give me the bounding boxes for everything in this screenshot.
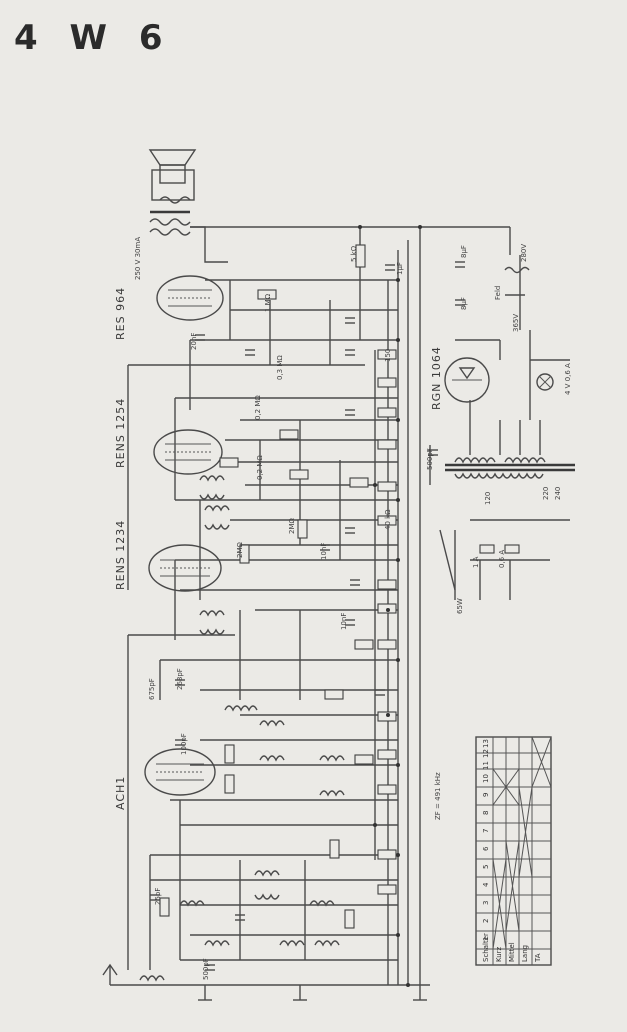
v280-label: 280V bbox=[520, 244, 528, 262]
switch-col-2: 2 bbox=[482, 919, 490, 923]
tube-rgn1064 bbox=[444, 357, 490, 403]
switch-col-11: 11 bbox=[482, 761, 490, 770]
r-03-label: 0,3 MΩ bbox=[276, 355, 284, 380]
hv-label: 250 V 30mA bbox=[134, 237, 142, 280]
passive-components bbox=[139, 225, 465, 1001]
switch-col-6: 6 bbox=[482, 846, 490, 851]
r-150-label: 150 bbox=[384, 349, 392, 362]
tube-label-ach1: ACH1 bbox=[114, 776, 127, 810]
c-1uf-label: 1µF bbox=[396, 262, 404, 275]
c-10nf-b-label: 10nF bbox=[340, 613, 348, 630]
r-1m-label: 1 MΩ bbox=[264, 293, 272, 312]
if-frequency-label: ZF = 491 kHz bbox=[434, 772, 442, 820]
r-2m-b-label: 2MΩ bbox=[288, 518, 296, 534]
switch-col-3: 3 bbox=[482, 901, 490, 905]
switch-col-5: 5 bbox=[482, 865, 490, 869]
switch-col-7: 7 bbox=[482, 829, 490, 833]
tube-ach1 bbox=[144, 748, 216, 796]
tube-label-rens1254: RENS 1254 bbox=[114, 398, 127, 468]
switch-table-labels: Schalter Kurz Mittel Lang TA 1 2 3 4 5 6… bbox=[482, 739, 542, 963]
mains-240-label: 240 bbox=[554, 487, 562, 500]
tube-res964 bbox=[156, 275, 224, 321]
c-500pf-label: 500pF bbox=[426, 448, 434, 470]
switch-row-ta: TA bbox=[534, 953, 542, 963]
power-transformer bbox=[439, 255, 575, 600]
tube-label-res964: RES 964 bbox=[114, 287, 127, 340]
switch-col-10: 10 bbox=[482, 774, 490, 783]
switch-col-4: 4 bbox=[482, 882, 490, 887]
fuse2-label: 0,6 A bbox=[498, 550, 506, 568]
field-label: Feld bbox=[494, 286, 502, 300]
r-40k-label: 40 kΩ bbox=[384, 509, 392, 530]
switch-col-12: 12 bbox=[482, 749, 490, 758]
mains-120-label: 120 bbox=[484, 492, 492, 505]
wiring bbox=[102, 226, 511, 986]
power-label: 65W bbox=[456, 598, 464, 614]
page-title: 4 W 6 bbox=[14, 18, 173, 58]
c-268pf-label: 268pF bbox=[176, 668, 184, 690]
switch-table-header: Schalter bbox=[482, 933, 490, 962]
switch-row-lang: Lang bbox=[521, 945, 529, 962]
tube-rens1234 bbox=[148, 544, 222, 592]
lamp-label: 4 V 0,6 A bbox=[564, 363, 572, 395]
loudspeaker bbox=[148, 149, 197, 236]
v365-label: 365V bbox=[512, 314, 520, 332]
fuse1-label: 1 A bbox=[472, 556, 480, 568]
switch-col-1: 1 bbox=[482, 937, 490, 941]
c-25pf-label: 25pF bbox=[154, 888, 162, 905]
switch-row-mittel: Mittel bbox=[508, 942, 516, 962]
c-675pf-label: 675pF bbox=[148, 678, 156, 700]
tube-rens1254 bbox=[153, 429, 223, 475]
c-8uf-b-label: 8µF bbox=[460, 297, 468, 310]
switch-table bbox=[475, 736, 552, 966]
c-500pf-b-label: 500pF bbox=[202, 958, 210, 980]
tube-label-rens1234: RENS 1234 bbox=[114, 520, 127, 590]
c-8uf-a-label: 8µF bbox=[460, 245, 468, 258]
r-2m-label: 2MΩ bbox=[236, 542, 244, 558]
c-10nf-label: 10nF bbox=[320, 543, 328, 560]
c-100pf-label: 100pF bbox=[180, 733, 188, 755]
mains-220-label: 220 bbox=[542, 487, 550, 500]
switch-row-kurz: Kurz bbox=[495, 946, 503, 962]
tube-label-rgn1064: RGN 1064 bbox=[430, 346, 443, 410]
r-02b-label: 0,2 MΩ bbox=[256, 455, 264, 480]
switch-col-13: 13 bbox=[482, 739, 490, 748]
c-20nf-label: 20nF bbox=[190, 333, 198, 350]
switch-col-8: 8 bbox=[482, 811, 490, 815]
r-5k-label: 5 kΩ bbox=[350, 245, 358, 262]
switch-col-9: 9 bbox=[482, 793, 490, 797]
r-02a-label: 0,2 MΩ bbox=[254, 395, 262, 420]
